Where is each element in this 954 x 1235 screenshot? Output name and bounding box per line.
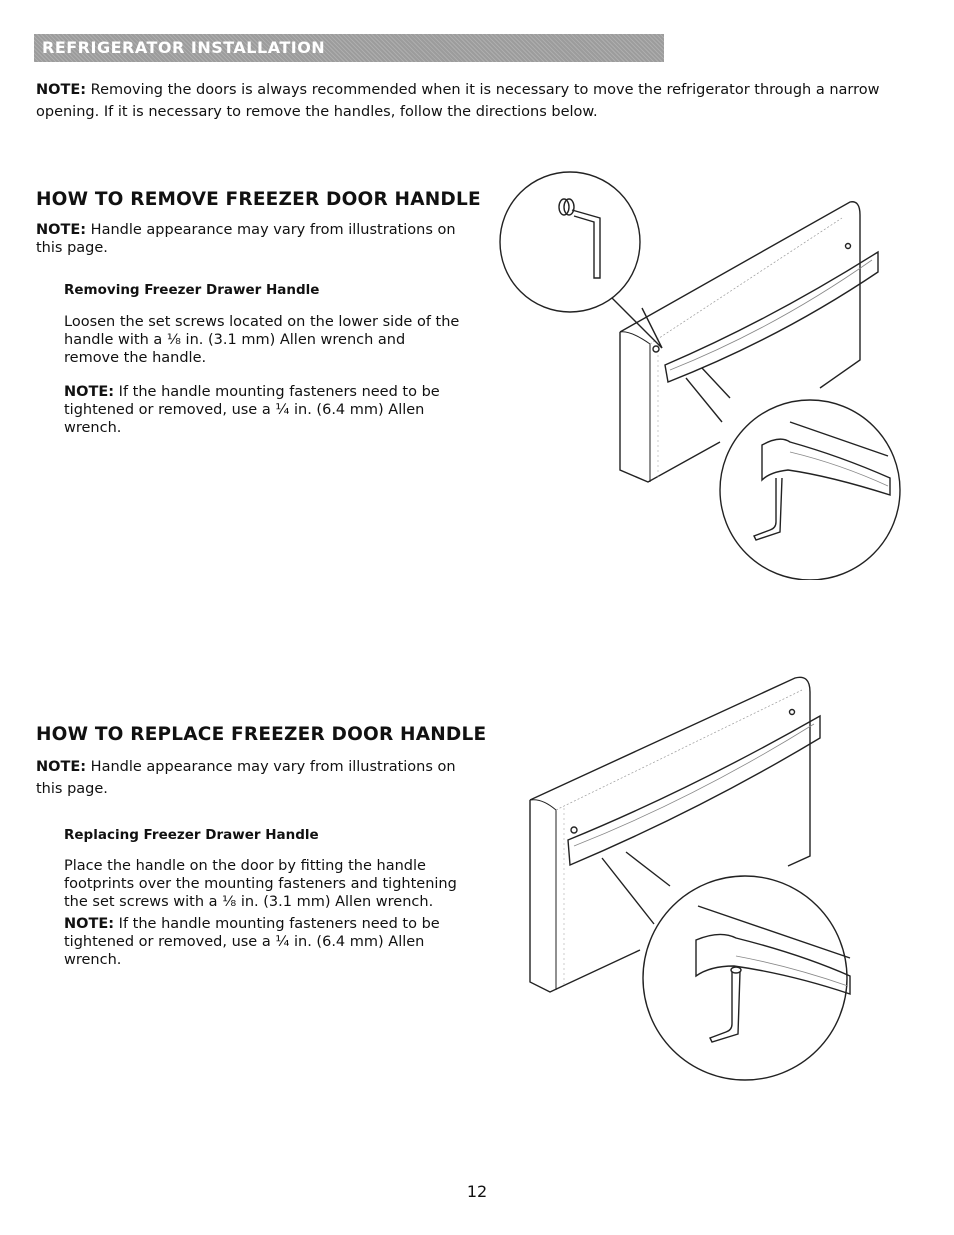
remove-handle-illustration	[499, 171, 901, 580]
remove-note: NOTE: Handle appearance may vary from il…	[36, 221, 476, 257]
replace-note-label: NOTE:	[36, 759, 87, 775]
replace-note-text: Handle appearance may vary from illustra…	[36, 759, 456, 797]
remove-note2: NOTE: If the handle mounting fasteners n…	[64, 383, 464, 437]
remove-heading: HOW TO REMOVE FREEZER DOOR HANDLE	[36, 189, 481, 210]
intro-note: NOTE: Removing the doors is always recom…	[36, 79, 906, 123]
page-number: 12	[466, 1182, 488, 1201]
replace-note2-label: NOTE:	[64, 916, 115, 932]
replace-note2-text: If the handle mounting fasteners need to…	[64, 916, 440, 968]
replace-step: Place the handle on the door by fitting …	[64, 858, 457, 910]
section-banner: REFRIGERATOR INSTALLATION	[34, 34, 664, 62]
intro-note-text: Removing the doors is always recommended…	[36, 82, 880, 120]
replace-handle-illustration	[529, 676, 851, 1081]
replace-heading: HOW TO REPLACE FREEZER DOOR HANDLE	[36, 724, 487, 745]
intro-note-label: NOTE:	[36, 82, 87, 98]
replace-note2: NOTE: If the handle mounting fasteners n…	[64, 915, 459, 969]
remove-note-label: NOTE:	[36, 222, 87, 238]
remove-note2-label: NOTE:	[64, 384, 115, 400]
remove-note2-text: If the handle mounting fasteners need to…	[64, 384, 440, 436]
remove-subheading: Removing Freezer Drawer Handle	[64, 282, 320, 298]
replace-note: NOTE: Handle appearance may vary from il…	[36, 756, 456, 800]
remove-note-text: Handle appearance may vary from illustra…	[36, 222, 456, 256]
remove-step: Loosen the set screws located on the low…	[64, 314, 460, 366]
replace-subheading: Replacing Freezer Drawer Handle	[64, 827, 319, 843]
